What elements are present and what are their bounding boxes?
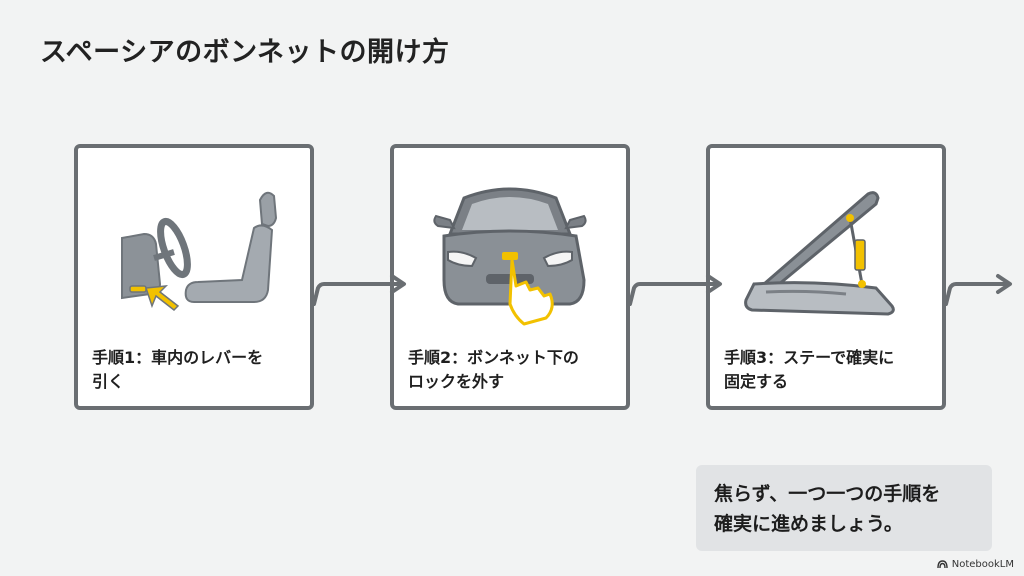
step-caption-line: 手順2：ボンネット下の [408,348,579,367]
flow-arrow-1 [312,274,406,306]
step-caption-line: 引く [92,372,125,391]
tip-note-line: 焦らず、一つ一つの手順を [714,483,941,505]
flow-arrow-2 [628,274,722,306]
notebooklm-logo-icon [937,560,948,569]
brand-watermark: NotebookLM [937,559,1014,570]
step-card-1: 手順1：車内のレバーを 引く [74,144,314,410]
flow-arrow-3 [944,274,1012,306]
car-front-lock-icon [433,187,587,326]
step-caption-line: ロックを外す [408,372,505,391]
tip-note-line: 確実に進めましょう。 [714,513,903,535]
step-caption-line: 手順3：ステーで確実に [724,348,895,367]
tip-note: 焦らず、一つ一つの手順を 確実に進めましょう。 [696,465,992,551]
step-card-2: 手順2：ボンネット下の ロックを外す [390,144,630,410]
page-title: スペーシアのボンネットの開け方 [40,37,450,68]
step-caption-3: 手順3：ステーで確実に 固定する [724,346,932,394]
interior-lever-icon [121,191,278,311]
step-caption-1: 手順1：車内のレバーを 引く [92,346,300,394]
step-caption-2: 手順2：ボンネット下の ロックを外す [408,346,616,394]
step-caption-line: 手順1：車内のレバーを [92,348,264,367]
step-caption-line: 固定する [724,372,789,391]
hood-stay-icon [744,191,895,316]
step-card-3: 手順3：ステーで確実に 固定する [706,144,946,410]
brand-name: NotebookLM [951,559,1014,570]
